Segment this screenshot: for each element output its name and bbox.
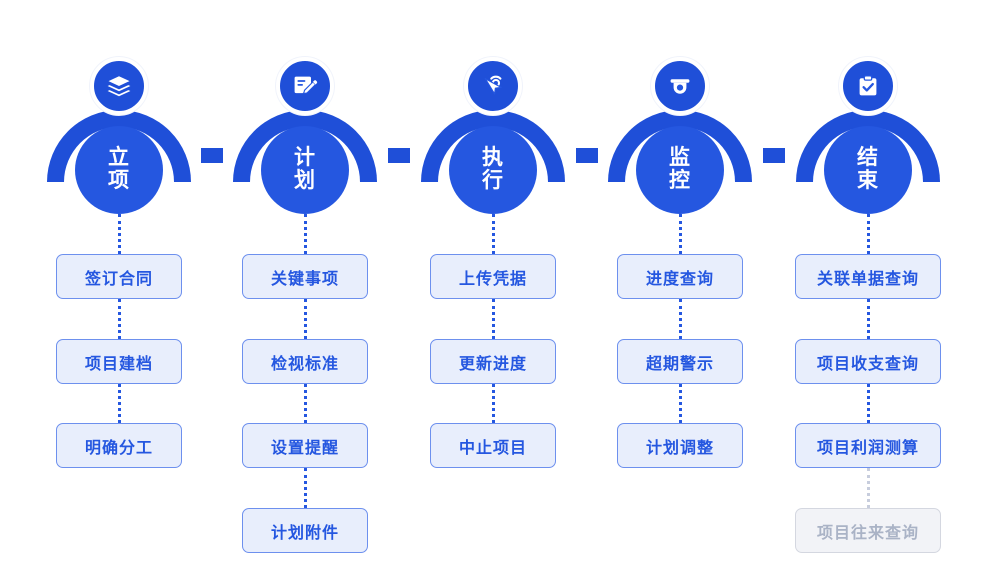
connector-dotted-line bbox=[303, 384, 307, 423]
document-edit-icon bbox=[276, 57, 334, 115]
connector-dotted-line bbox=[491, 214, 495, 254]
task-box[interactable]: 超期警示 bbox=[617, 339, 743, 384]
connector-dotted-line bbox=[117, 384, 121, 423]
stage-connector-dash bbox=[763, 148, 785, 163]
stage-monitor: 监控进度查询超期警示计划调整 bbox=[587, 0, 773, 579]
cursor-click-icon bbox=[464, 57, 522, 115]
stage-initiation: 立项签订合同项目建档明确分工 bbox=[26, 0, 212, 579]
task-box[interactable]: 项目利润测算 bbox=[795, 423, 941, 468]
stage-circle-execute[interactable]: 执行 bbox=[449, 126, 537, 214]
task-box[interactable]: 签订合同 bbox=[56, 254, 182, 299]
stage-label-char: 控 bbox=[669, 169, 691, 192]
task-box[interactable]: 明确分工 bbox=[56, 423, 182, 468]
stage-plan: 计划关键事项检视标准设置提醒计划附件 bbox=[212, 0, 398, 579]
task-box[interactable]: 中止项目 bbox=[430, 423, 556, 468]
connector-dotted-line bbox=[491, 299, 495, 339]
stage-circle-plan[interactable]: 计划 bbox=[261, 126, 349, 214]
stage-label-char: 划 bbox=[294, 169, 316, 192]
task-box[interactable]: 进度查询 bbox=[617, 254, 743, 299]
stage-label-char: 执 bbox=[482, 146, 504, 170]
stage-label-char: 监 bbox=[669, 146, 691, 170]
connector-dotted-line bbox=[866, 299, 870, 339]
connector-dotted-line bbox=[117, 299, 121, 339]
stage-connector-dash bbox=[201, 148, 223, 163]
layers-icon bbox=[90, 57, 148, 115]
stage-execute: 执行上传凭据更新进度中止项目 bbox=[400, 0, 586, 579]
connector-dotted-line bbox=[866, 214, 870, 254]
task-box: 项目往来查询 bbox=[795, 508, 941, 553]
task-box[interactable]: 计划调整 bbox=[617, 423, 743, 468]
stage-label-char: 立 bbox=[108, 146, 130, 170]
connector-dotted-line bbox=[117, 214, 121, 254]
stage-circle-monitor[interactable]: 监控 bbox=[636, 126, 724, 214]
connector-dotted-line bbox=[303, 214, 307, 254]
task-box[interactable]: 检视标准 bbox=[242, 339, 368, 384]
task-box[interactable]: 项目收支查询 bbox=[795, 339, 941, 384]
task-box[interactable]: 关联单据查询 bbox=[795, 254, 941, 299]
stage-label-char: 结 bbox=[857, 146, 879, 170]
clipboard-check-icon bbox=[839, 57, 897, 115]
connector-dotted-line bbox=[491, 384, 495, 423]
task-box[interactable]: 计划附件 bbox=[242, 508, 368, 553]
connector-dotted-line bbox=[303, 468, 307, 508]
connector-dotted-line bbox=[678, 384, 682, 423]
connector-dotted-line bbox=[678, 214, 682, 254]
stage-label-char: 行 bbox=[482, 169, 504, 192]
task-box[interactable]: 上传凭据 bbox=[430, 254, 556, 299]
surveillance-camera-icon bbox=[651, 57, 709, 115]
task-box[interactable]: 设置提醒 bbox=[242, 423, 368, 468]
stage-circle-end[interactable]: 结束 bbox=[824, 126, 912, 214]
stage-end: 结束关联单据查询项目收支查询项目利润测算项目往来查询 bbox=[775, 0, 961, 579]
stage-connector-dash bbox=[388, 148, 410, 163]
task-box[interactable]: 关键事项 bbox=[242, 254, 368, 299]
stage-label-char: 计 bbox=[294, 146, 316, 170]
connector-dotted-line bbox=[678, 299, 682, 339]
task-box[interactable]: 项目建档 bbox=[56, 339, 182, 384]
stage-label-char: 束 bbox=[857, 169, 879, 192]
stage-label-char: 项 bbox=[108, 169, 130, 192]
connector-dotted-line bbox=[866, 468, 870, 508]
task-box[interactable]: 更新进度 bbox=[430, 339, 556, 384]
stage-circle-initiation[interactable]: 立项 bbox=[75, 126, 163, 214]
connector-dotted-line bbox=[303, 299, 307, 339]
connector-dotted-line bbox=[866, 384, 870, 423]
stage-connector-dash bbox=[575, 148, 598, 163]
